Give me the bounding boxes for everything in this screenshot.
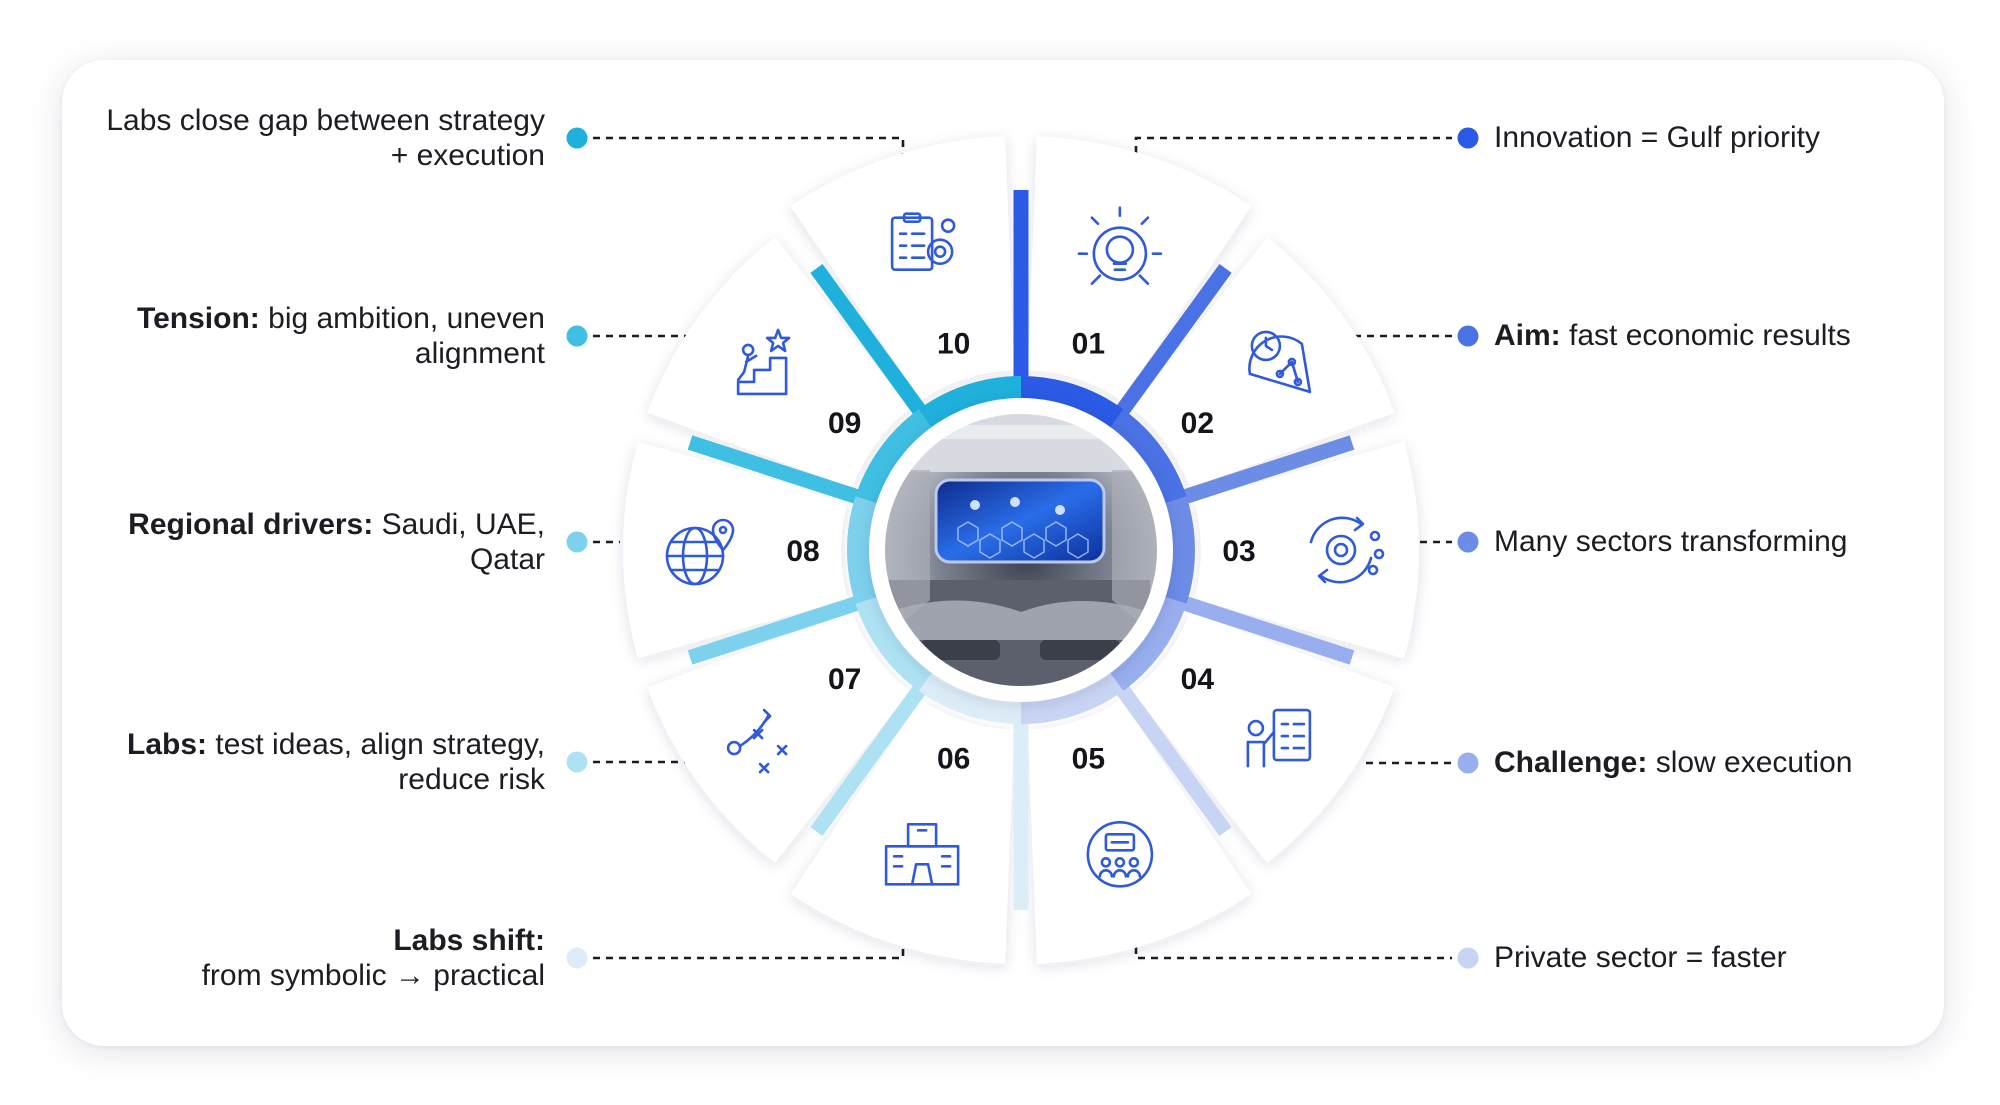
label-text: from symbolic → practical	[201, 959, 545, 992]
spoke-04	[1157, 587, 1355, 665]
segment-number: 01	[1072, 328, 1105, 361]
presentation-checklist-icon	[1246, 708, 1312, 768]
segment-card	[1132, 237, 1395, 488]
segment-10: 10	[790, 136, 1015, 401]
label-text: Labs close gap between strategy + execut…	[106, 104, 545, 172]
ring-arc-10	[918, 376, 1021, 431]
bullet-dot-10	[566, 127, 588, 149]
segment-number: 08	[786, 535, 819, 568]
segment-number: 05	[1072, 742, 1105, 775]
segment-07: 07	[647, 612, 910, 863]
segment-card	[647, 612, 910, 863]
connector-line	[1134, 934, 1452, 960]
checklist-gears-icon	[890, 212, 956, 271]
label-04: Challenge: slow execution	[1494, 745, 1852, 780]
spoke-05	[1100, 663, 1232, 836]
bullet-dot-02	[1457, 325, 1479, 347]
segment-08: 08	[622, 441, 848, 659]
segment-card	[647, 237, 910, 488]
spoke-08	[687, 587, 885, 665]
segment-card	[622, 441, 848, 659]
label-07: Labs: test ideas, align strategy, reduce…	[105, 727, 545, 797]
segment-card	[1027, 699, 1252, 964]
segment-number: 10	[937, 328, 970, 361]
clock-chart-icon	[1248, 330, 1312, 394]
segment-05: 05	[1027, 699, 1252, 964]
segment-number: 03	[1222, 535, 1255, 568]
bullet-dot-05	[1457, 947, 1479, 969]
connector-line	[593, 136, 905, 166]
segment-number: 04	[1181, 663, 1215, 696]
spoke-03	[1157, 435, 1355, 513]
ring-arc-09	[855, 409, 935, 505]
lab-building-icon	[884, 823, 960, 886]
label-10: Labs close gap between strategy + execut…	[105, 103, 545, 173]
segment-09: 09	[647, 237, 910, 488]
team-meeting-icon	[1086, 821, 1154, 888]
segment-number: 02	[1181, 407, 1214, 440]
ring-arc-01	[1021, 376, 1124, 431]
label-bold: Labs shift:	[393, 924, 545, 957]
segment-card	[1194, 441, 1419, 659]
climbing-stairs-star-icon	[736, 328, 791, 396]
strategy-play-icon	[726, 708, 788, 774]
segment-number: 09	[828, 407, 861, 440]
label-bold: Aim:	[1494, 319, 1561, 352]
hub-image	[869, 398, 1173, 702]
label-02: Aim: fast economic results	[1494, 318, 1851, 353]
segment-01: 01	[1027, 136, 1252, 401]
gear-cycle-icon	[1309, 516, 1385, 584]
bullet-dot-03	[1457, 531, 1479, 553]
label-text: Saudi, UAE, Qatar	[373, 508, 545, 576]
label-bold: Labs:	[127, 728, 208, 761]
lightbulb-gear-icon	[1077, 206, 1163, 285]
label-text: Innovation = Gulf priority	[1494, 121, 1821, 154]
spoke-09	[687, 435, 885, 513]
spoke-02	[1100, 264, 1232, 437]
label-text: Private sector = faster	[1494, 941, 1787, 974]
segment-02: 02	[1132, 237, 1395, 488]
label-text: slow execution	[1647, 746, 1853, 779]
label-06: Labs shift:from symbolic → practical	[165, 923, 545, 993]
segment-card	[1132, 612, 1395, 863]
bullet-dot-08	[566, 531, 588, 553]
label-text: fast economic results	[1560, 319, 1851, 352]
ring-arc-05	[1021, 669, 1124, 724]
ring-arc-07	[855, 595, 935, 691]
bullet-dot-07	[566, 751, 588, 773]
connector-line	[1134, 136, 1452, 166]
segment-card	[1027, 136, 1252, 401]
ring-arc-02	[1107, 409, 1187, 505]
label-text: Many sectors transforming	[1494, 525, 1848, 558]
label-bold: Tension:	[137, 302, 260, 335]
label-bold: Challenge:	[1494, 746, 1648, 779]
label-bold: Regional drivers:	[128, 508, 374, 541]
bullet-dot-09	[566, 325, 588, 347]
connector-line	[593, 934, 905, 960]
segment-number: 07	[828, 663, 861, 696]
ring-arc-04	[1107, 595, 1187, 691]
label-01: Innovation = Gulf priority	[1494, 120, 1820, 155]
segment-card	[790, 699, 1015, 964]
segments-group: 01 02 03 04 05 06 07 08 09 10	[622, 136, 1419, 964]
segment-04: 04	[1132, 612, 1395, 863]
spoke-07	[810, 663, 942, 836]
label-09: Tension: big ambition, uneven alignment	[105, 301, 545, 371]
label-text: test ideas, align strategy, reduce risk	[207, 728, 545, 796]
label-05: Private sector = faster	[1494, 940, 1787, 975]
globe-pin-icon	[665, 518, 735, 586]
segment-03: 03	[1194, 441, 1419, 659]
segment-06: 06	[790, 699, 1015, 964]
label-03: Many sectors transforming	[1494, 524, 1847, 559]
bullet-dot-04	[1457, 752, 1479, 774]
segment-number: 06	[937, 742, 970, 775]
spoke-10	[810, 264, 942, 437]
label-08: Regional drivers: Saudi, UAE, Qatar	[105, 507, 545, 577]
label-text: big ambition, uneven alignment	[259, 302, 545, 370]
ring-arc-06	[918, 669, 1021, 724]
bullet-dot-01	[1457, 127, 1479, 149]
bullet-dot-06	[566, 947, 588, 969]
